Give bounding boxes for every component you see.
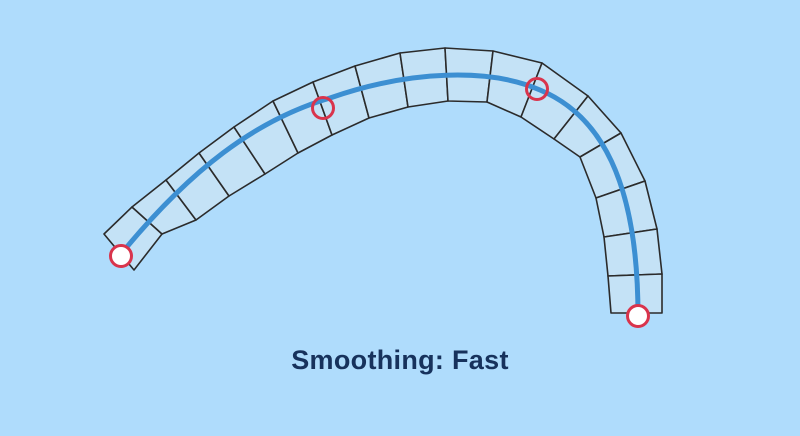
smoothed-curve — [118, 72, 641, 319]
control-points — [109, 77, 650, 328]
control-point-3[interactable] — [525, 77, 549, 101]
ribbon-segment — [607, 273, 663, 314]
control-point-2[interactable] — [311, 96, 335, 120]
control-point-start[interactable] — [109, 244, 133, 268]
diagram-caption: Smoothing: Fast — [291, 345, 509, 375]
control-point-end[interactable] — [626, 304, 650, 328]
